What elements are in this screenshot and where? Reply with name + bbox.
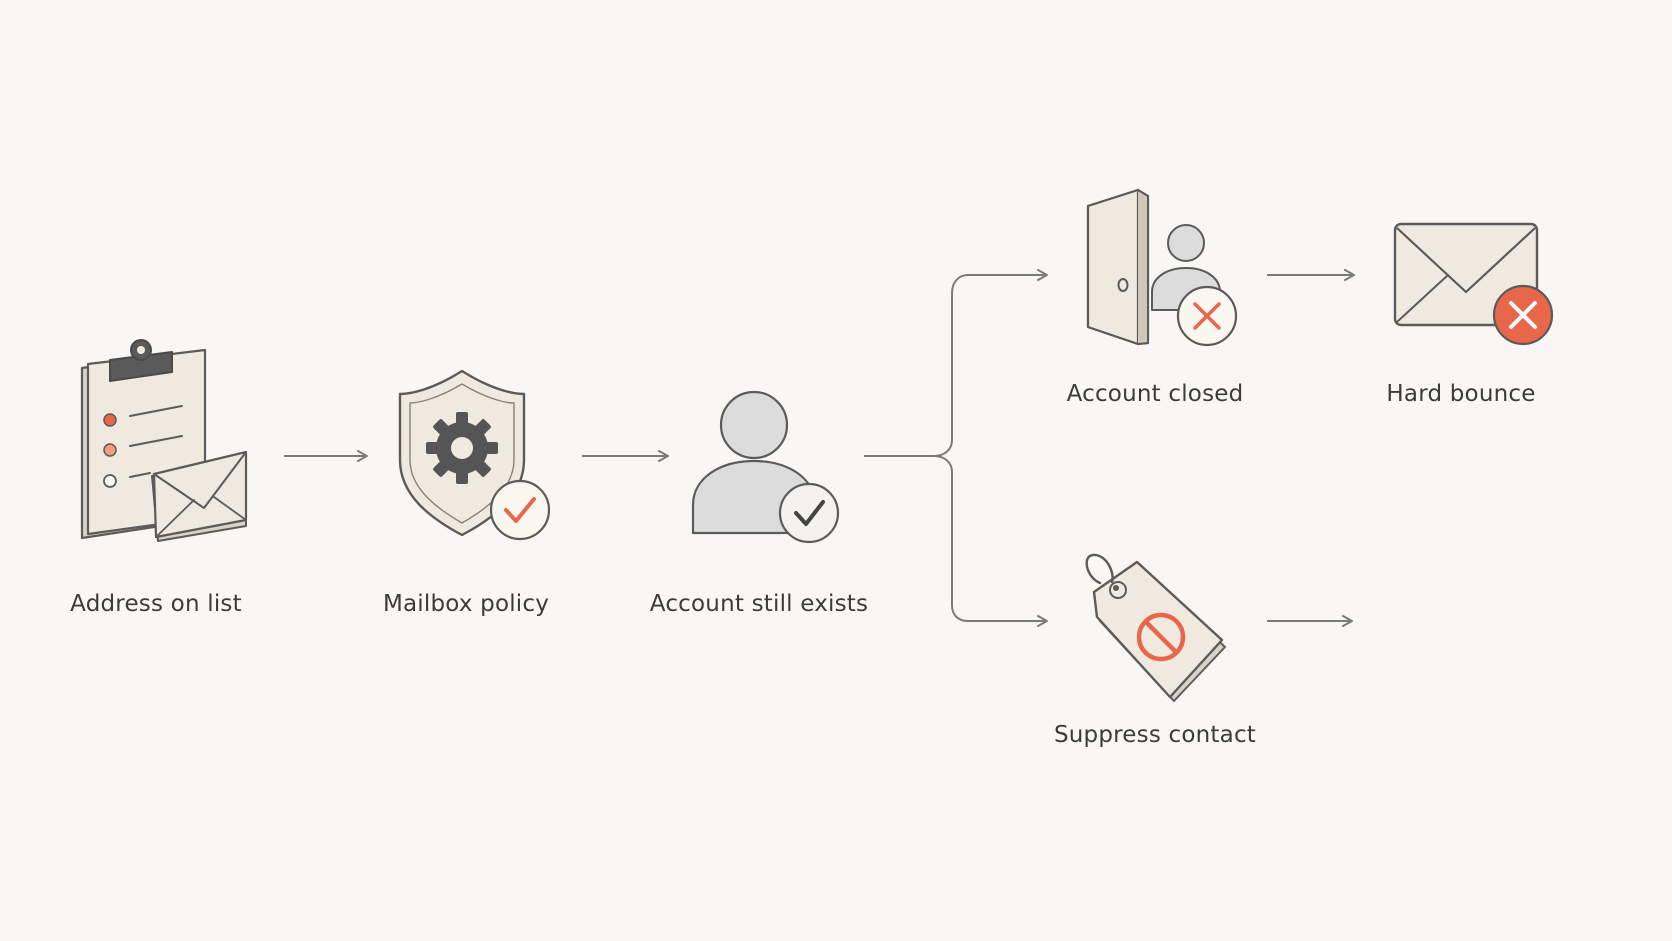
node-label-address: Address on list (70, 591, 242, 617)
envelope-x-icon (1393, 222, 1554, 346)
clipboard-envelope-icon (80, 339, 248, 542)
node-label-closed: Account closed (1066, 381, 1244, 407)
branch-connector (864, 269, 1048, 627)
tag-prohibited-icon (1085, 553, 1226, 702)
node-label-bounce: Hard bounce (1386, 381, 1536, 407)
node-label-exists: Account still exists (649, 591, 869, 617)
node-label-suppress: Suppress contact (1053, 722, 1257, 748)
node-label-policy: Mailbox policy (382, 591, 550, 617)
person-check-icon (691, 390, 840, 544)
door-person-x-icon (1086, 188, 1238, 347)
shield-gear-check-icon (398, 369, 551, 541)
